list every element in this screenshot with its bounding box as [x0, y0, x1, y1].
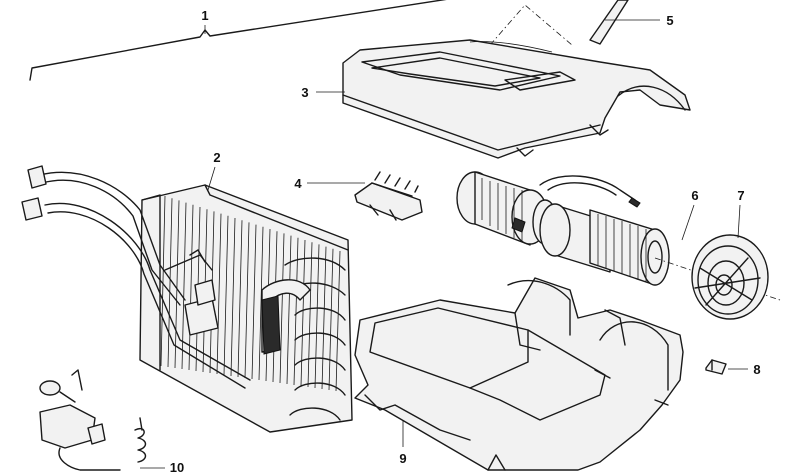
part-grille-disc: [691, 234, 769, 320]
callout-1: 1: [201, 8, 208, 23]
part-expansion-valve: [39, 369, 147, 471]
part-filter-insert: [489, 0, 660, 46]
assembly-bracket: [29, 0, 447, 81]
part-blower-motor: [456, 171, 781, 301]
callout-8: 8: [753, 362, 760, 377]
part-evaporator: [21, 165, 353, 433]
part-upper-housing: [342, 39, 691, 159]
callout-9: 9: [399, 451, 406, 466]
callout-7: 7: [737, 188, 744, 203]
callout-6: 6: [691, 188, 698, 203]
callout-2: 2: [213, 150, 220, 165]
callout-3: 3: [301, 85, 308, 100]
part-lower-housing: [354, 277, 684, 471]
part-clip: [705, 359, 727, 375]
callout-10: 10: [170, 460, 184, 473]
leader-lines: [140, 25, 748, 469]
callout-4: 4: [294, 176, 302, 191]
part-resistor: [354, 171, 423, 221]
callout-5: 5: [666, 13, 673, 28]
callout-labels: 1 2 3 4 5 6 7 8 9 10: [170, 8, 761, 473]
